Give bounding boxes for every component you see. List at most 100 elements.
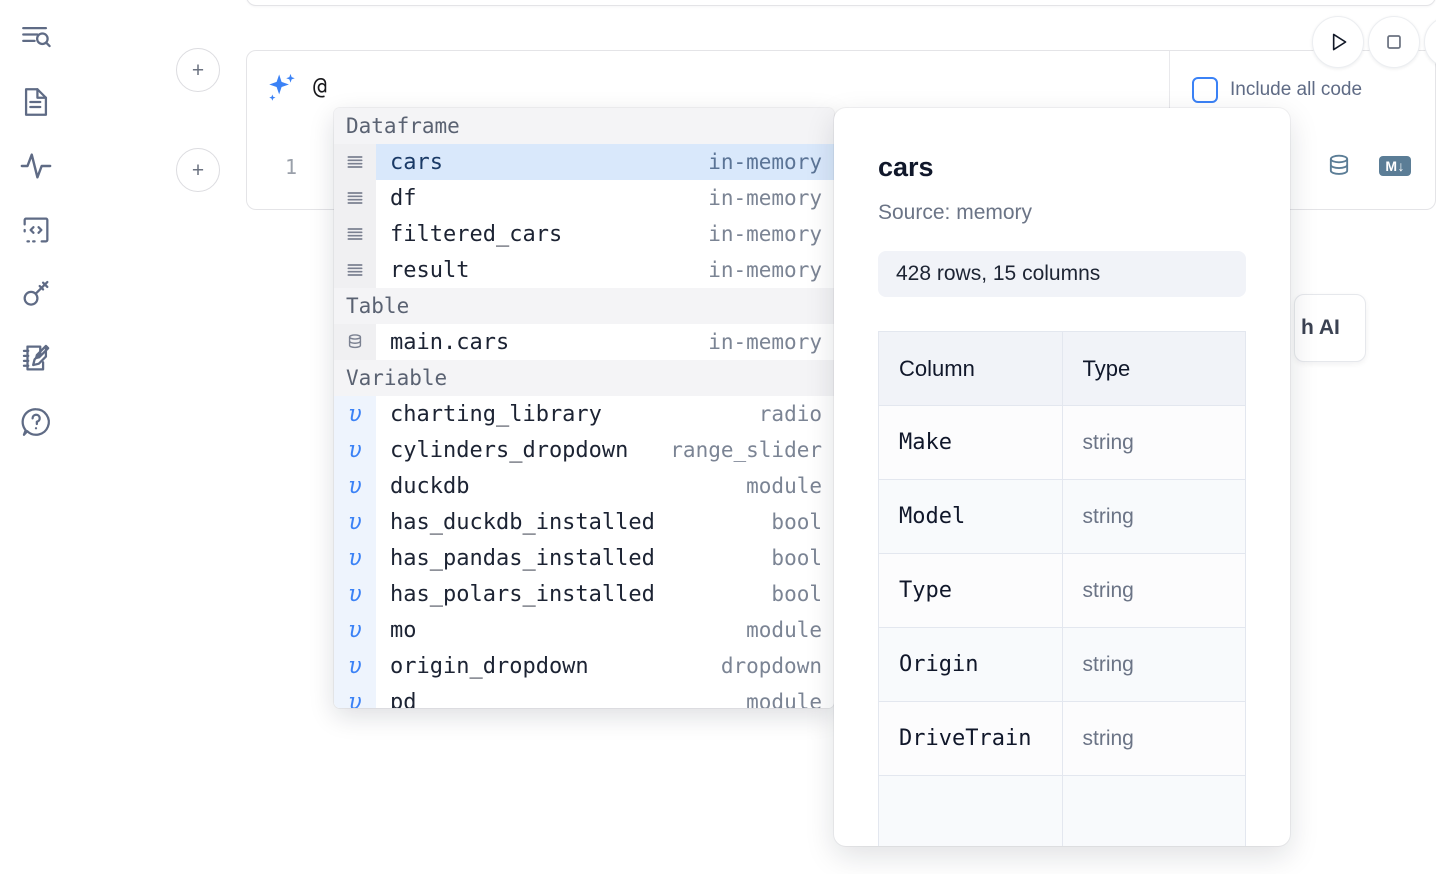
variable-icon: υ: [334, 468, 376, 504]
variable-icon: υ: [334, 612, 376, 648]
explore-outline-icon[interactable]: [14, 16, 58, 60]
table-row: [878, 775, 1246, 846]
dataframe-icon: [334, 252, 376, 288]
schema-table-column-header: Column: [878, 331, 1063, 406]
autocomplete-item-name: has_pandas_installed: [390, 545, 655, 571]
schema-column-name: Origin: [878, 627, 1063, 702]
variable-icon: υ: [334, 396, 376, 432]
autocomplete-item-name: has_duckdb_installed: [390, 509, 655, 535]
autocomplete-item-name: origin_dropdown: [390, 653, 589, 679]
schema-column-name: Model: [878, 479, 1063, 554]
schema-column-type: string: [1061, 479, 1246, 554]
schema-column-type: [1061, 775, 1246, 846]
variable-icon: υ: [334, 504, 376, 540]
dataframe-icon: [334, 144, 376, 180]
autocomplete-item-name: duckdb: [390, 473, 470, 499]
add-cell-below-button[interactable]: +: [176, 148, 220, 192]
table-db-icon: [334, 324, 376, 360]
autocomplete-group-header: Dataframe: [334, 108, 834, 144]
autocomplete-item-type: module: [746, 690, 822, 708]
preview-stats: 428 rows, 15 columns: [878, 251, 1246, 297]
autocomplete-dropdown[interactable]: Dataframe cars in-memory df in-memory filtere…: [334, 108, 834, 708]
stop-button[interactable]: [1368, 16, 1420, 68]
preview-title: cars: [878, 152, 934, 182]
autocomplete-item[interactable]: main.cars in-memory: [334, 324, 834, 360]
cell-toolbar: M↓: [1325, 152, 1411, 180]
generate-with-ai-label: h AI: [1301, 316, 1340, 339]
autocomplete-item-type: radio: [758, 402, 822, 426]
variable-icon: υ: [334, 576, 376, 612]
schema-column-name: [878, 775, 1063, 846]
schema-column-type: string: [1061, 405, 1246, 480]
schema-column-name: DriveTrain: [878, 701, 1063, 776]
schema-column-type: string: [1061, 701, 1246, 776]
previous-cell: [246, 0, 1436, 6]
code-snippet-icon[interactable]: [14, 208, 58, 252]
ai-prompt-input-wrap: [299, 51, 1193, 129]
autocomplete-group-header: Variable: [334, 360, 834, 396]
autocomplete-item-name: df: [390, 185, 417, 211]
generate-with-ai-button[interactable]: h AI: [1294, 294, 1366, 362]
include-all-code-label: Include all code: [1230, 79, 1363, 100]
autocomplete-item-type: module: [746, 618, 822, 642]
run-button[interactable]: [1312, 16, 1364, 68]
schema-table-column-header: Type: [1061, 331, 1246, 406]
dataframe-icon: [334, 180, 376, 216]
autocomplete-item[interactable]: υ has_duckdb_installed bool: [334, 504, 834, 540]
autocomplete-item-name: cars: [390, 149, 443, 175]
preview-source: Source: memory: [878, 201, 1033, 224]
autocomplete-item[interactable]: result in-memory: [334, 252, 834, 288]
markdown-icon[interactable]: M↓: [1379, 156, 1411, 176]
autocomplete-item-name: filtered_cars: [390, 221, 563, 247]
activity-pulse-icon[interactable]: [14, 144, 58, 188]
autocomplete-group-header: Table: [334, 288, 834, 324]
add-cell-above-button[interactable]: +: [176, 48, 220, 92]
add-cell-icon: +: [191, 58, 205, 82]
autocomplete-item-type: in-memory: [708, 258, 822, 282]
line-number: 1: [284, 155, 297, 179]
left-icon-rail: [0, 0, 72, 874]
autocomplete-item[interactable]: df in-memory: [334, 180, 834, 216]
autocomplete-item-name: mo: [390, 617, 417, 643]
notebook-edit-icon[interactable]: [14, 336, 58, 380]
ai-prompt-input[interactable]: [313, 67, 1193, 107]
autocomplete-item-name: pd: [390, 689, 417, 709]
autocomplete-item-type: in-memory: [708, 186, 822, 210]
autocomplete-item[interactable]: υ charting_library radio: [334, 396, 834, 432]
help-question-icon[interactable]: [14, 400, 58, 444]
autocomplete-item-type: dropdown: [720, 654, 822, 678]
schema-column-type: string: [1061, 627, 1246, 702]
database-icon[interactable]: [1325, 152, 1353, 180]
autocomplete-item-name: result: [390, 257, 470, 283]
autocomplete-item-name: main.cars: [390, 329, 510, 355]
dataframe-icon: [334, 216, 376, 252]
autocomplete-item-type: range_slider: [670, 438, 822, 462]
autocomplete-item-type: in-memory: [708, 330, 822, 354]
autocomplete-item-type: in-memory: [708, 150, 822, 174]
autocomplete-item-type: bool: [771, 582, 822, 606]
variable-icon: υ: [334, 432, 376, 468]
include-all-code-checkbox[interactable]: [1192, 77, 1218, 103]
markdown-badge: M↓: [1379, 156, 1411, 176]
key-icon[interactable]: [14, 272, 58, 316]
autocomplete-item-type: bool: [771, 510, 822, 534]
autocomplete-item-name: charting_library: [390, 401, 602, 427]
variable-icon: υ: [334, 540, 376, 576]
autocomplete-item[interactable]: cars in-memory: [334, 144, 834, 180]
file-text-icon[interactable]: [14, 80, 58, 124]
